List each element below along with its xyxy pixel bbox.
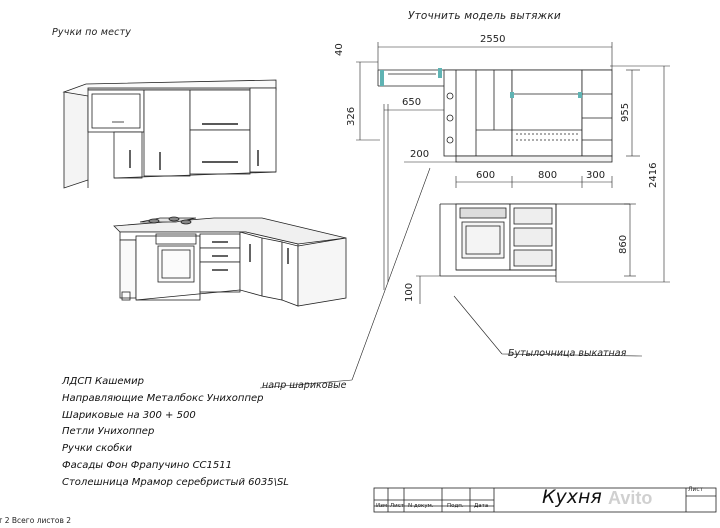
dim-width-total: 2550 <box>480 34 506 45</box>
title-block-frame <box>373 487 717 513</box>
note-hood: Уточнить модель вытяжки <box>408 10 561 22</box>
title-block-title: Кухня <box>542 486 602 508</box>
dimension-lines <box>259 42 670 389</box>
watermark-logo: Avito <box>608 488 653 508</box>
upper-cabinets-3d <box>62 79 277 189</box>
lower-elevation <box>439 203 630 282</box>
dim-955: 955 <box>620 102 631 122</box>
dim-100: 100 <box>404 282 415 302</box>
dim-800: 800 <box>538 170 558 181</box>
dim-200: 200 <box>410 149 430 160</box>
label-bottle-rack: Бутылочница выкатная <box>508 348 627 359</box>
sheet-footer: т 2 Всего листов 2 <box>0 516 72 525</box>
title-block-col: Изм <box>376 503 388 509</box>
title-block-col: Дата <box>474 503 489 509</box>
title-block-sheet-label: Лист <box>688 486 704 493</box>
title-block-col: N докум. <box>408 503 434 509</box>
title-block-col: Подп. <box>447 503 464 509</box>
dim-2416: 2416 <box>648 162 659 188</box>
dim-326: 326 <box>346 106 357 126</box>
spec-line: Шариковые на 300 + 500 <box>62 409 196 421</box>
spec-line: Столешница Мрамор серебристый 6035\SL <box>62 476 289 488</box>
spec-line: Петли Унихоппер <box>62 426 155 438</box>
title-block-col: Лист <box>390 503 404 509</box>
dim-650: 650 <box>402 97 422 108</box>
dim-600: 600 <box>476 170 496 181</box>
label-ball-slides: напр шариковые <box>262 380 347 391</box>
note-handles: Ручки по месту <box>52 27 132 38</box>
dim-40: 40 <box>334 43 345 56</box>
upper-elevation <box>377 68 613 163</box>
spec-line: Направляющие Металбокс Унихоппер <box>62 392 264 404</box>
spec-line: Ручки скобки <box>62 443 132 455</box>
spec-line: Фасады Фон Фрапучино СС1511 <box>62 459 232 471</box>
base-cabinets-3d <box>113 216 347 307</box>
spec-list: ЛДСП Кашемир Направляющие Металбокс Уних… <box>62 374 289 492</box>
dim-300: 300 <box>586 170 606 181</box>
dim-860: 860 <box>618 234 629 254</box>
spec-line: ЛДСП Кашемир <box>62 376 144 387</box>
